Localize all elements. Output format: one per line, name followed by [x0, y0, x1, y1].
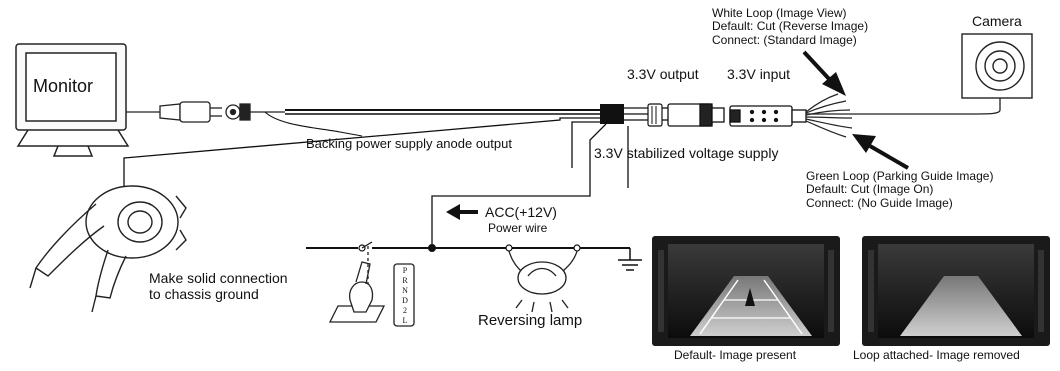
stabilized-supply-label: 3.3V stabilized voltage supply: [594, 145, 779, 161]
gear-shifter-icon: [328, 246, 415, 327]
green-loop-label: Green Loop (Parking Guide Image) Default…: [806, 169, 994, 210]
monitor-icon: [15, 43, 130, 157]
arrow-acc-icon: [446, 204, 478, 220]
connector-input-icon: [729, 105, 807, 127]
gear-letter-n: N: [402, 286, 408, 295]
output-33v-label: 3.3V output: [627, 66, 699, 82]
screen-image-present: [652, 236, 840, 346]
reversing-lamp-label: Reversing lamp: [478, 312, 583, 329]
monitor-label: Monitor: [33, 76, 94, 96]
reversing-lamp-icon: [508, 250, 578, 313]
gear-letter-2: 2: [403, 306, 407, 315]
power-wire: [306, 241, 630, 252]
input-33v-label: 3.3V input: [727, 66, 791, 82]
chassis-ground-icon: [29, 185, 187, 313]
supply-wires: [123, 117, 629, 248]
acc-label: ACC(+12V): [485, 204, 557, 220]
caption-image-present: Default- Image present: [674, 348, 797, 362]
caption-image-removed: Loop attached- Image removed: [853, 348, 1020, 362]
loop-wires: [805, 93, 853, 138]
camera-icon: [806, 33, 1033, 115]
gear-letter-r: R: [402, 276, 408, 285]
power-wire-label: Power wire: [488, 221, 548, 235]
arrow-white-loop-icon: [802, 50, 846, 96]
gear-letter-p: P: [402, 266, 408, 275]
arrow-green-loop-icon: [852, 134, 910, 170]
connector-output-icon: [667, 103, 725, 127]
gear-letter-l: L: [402, 316, 408, 325]
rca-plug-icon: [126, 101, 285, 123]
screen-image-removed: [862, 236, 1050, 346]
gear-letters: P R N D 2 L: [400, 266, 410, 326]
gear-letter-d: D: [402, 296, 408, 305]
ground-symbol-icon: [618, 248, 642, 271]
chassis-ground-label: Make solid connection to chassis ground: [149, 270, 288, 302]
fuse-icon: [600, 103, 668, 127]
white-loop-label: White Loop (Image View) Default: Cut (Re…: [712, 6, 869, 47]
backing-power-label: Backing power supply anode output: [306, 136, 512, 151]
camera-label: Camera: [972, 13, 1022, 29]
video-cable: [264, 109, 600, 137]
